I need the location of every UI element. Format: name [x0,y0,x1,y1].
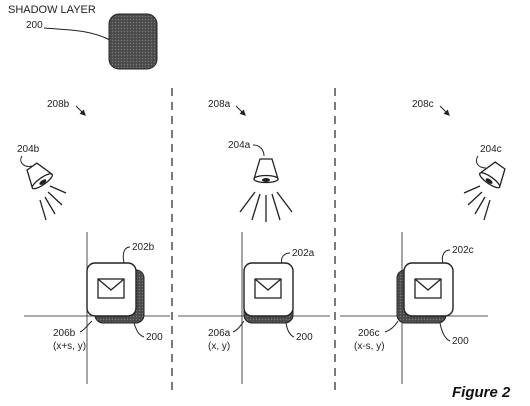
panel-c: 208c 204c 202c 200 206c (x-s, y) [340,99,506,384]
offset-coord-a: (x, y) [208,341,230,352]
shadow-leader-b [133,322,145,338]
shadow-ref-c: 200 [452,336,469,347]
icon-leader-b [122,246,131,264]
offset-leader-a [232,320,245,333]
light-leader-c [475,155,487,169]
view-ref-c: 208c [412,99,434,110]
icon-ref-b: 202b [132,242,155,253]
shadow-leader-c [439,322,451,342]
panel-a: 208a 204a 202a 200 206a (x, y) [178,99,330,384]
view-arrow-a [235,105,246,116]
shadow-layer-group: SHADOW LAYER 200 [8,4,158,70]
light-rays-a [239,191,293,222]
view-ref-a: 208a [208,99,231,110]
shadow-ref-a: 200 [296,332,313,343]
light-leader-b [20,155,33,167]
offset-coord-b: (x+s, y) [53,341,86,352]
light-ref-a: 204a [228,140,251,151]
light-leader-a [252,144,265,157]
offset-ref-b: 206b [53,328,76,339]
panel-b: 208b 204b 202b 200 206b (x+s, y) [17,99,170,384]
icon-leader-c [441,249,451,264]
shadow-layer-leader [43,27,111,41]
light-rays-b [39,185,67,221]
shadow-layer-square [108,13,158,70]
view-arrow-b [75,105,86,116]
light-ref-c: 204c [480,144,502,155]
spotlight-icon-c [478,161,506,189]
view-arrow-c [439,105,450,116]
icon-ref-a: 202a [292,248,315,259]
offset-ref-a: 206a [208,328,231,339]
light-rays-c [463,185,491,221]
envelope-icon [414,278,442,299]
icon-ref-c: 202c [452,245,474,256]
view-ref-b: 208b [47,99,70,110]
figure-label: Figure 2 [452,384,511,401]
spotlight-icon-a [253,158,279,184]
offset-coord-c: (x-s, y) [354,341,385,352]
offset-leader-c [384,320,399,333]
spotlight-icon-b [26,162,54,190]
shadow-layer-ref: 200 [26,20,43,31]
shadow-ref-b: 200 [146,332,163,343]
envelope-icon [97,278,125,299]
envelope-icon [254,278,282,299]
light-ref-b: 204b [17,144,40,155]
shadow-layer-title: SHADOW LAYER [8,4,96,16]
offset-ref-c: 206c [358,328,380,339]
shadow-leader-a [285,322,295,338]
icon-leader-a [281,252,291,264]
offset-leader-b [79,320,93,333]
